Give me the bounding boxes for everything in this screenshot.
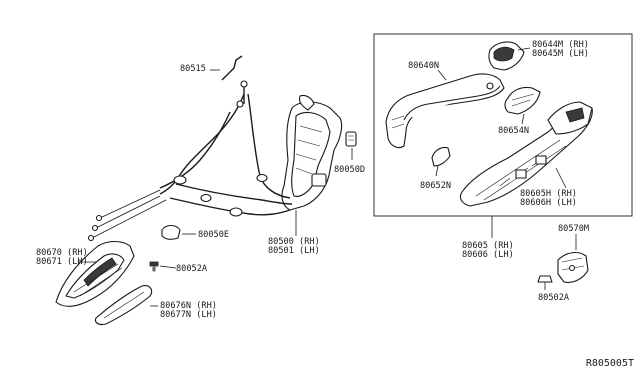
label-80606h: 80606H (LH) xyxy=(520,198,577,208)
leader-80644m xyxy=(517,47,531,51)
label-80500: 80500 (RH) xyxy=(268,237,320,247)
label-80050e: 80050E xyxy=(198,230,229,240)
label-80052a: 80052A xyxy=(176,264,208,274)
label-80606: 80606 (LH) xyxy=(462,250,514,260)
rod-80515 xyxy=(210,55,243,81)
lock-rod xyxy=(236,80,248,108)
clip-80050e xyxy=(161,224,196,240)
leader-80640n xyxy=(437,69,447,81)
label-80050d: 80050D xyxy=(334,165,365,175)
label-80654n: 80654N xyxy=(498,126,529,136)
label-80645m: 80645M (LH) xyxy=(532,49,589,59)
label-80515: 80515 xyxy=(180,64,206,74)
diagram-reference: R805005T xyxy=(586,358,634,369)
leader-80652n xyxy=(435,165,439,177)
screw-80052a xyxy=(149,261,177,272)
label-80605h: 80605H (RH) xyxy=(520,189,577,199)
label-80501: 80501 (LH) xyxy=(268,246,320,256)
handle-cap-80644m xyxy=(488,41,525,71)
striker-80570m xyxy=(557,251,589,283)
lock-cables xyxy=(87,93,293,242)
screw-80502a xyxy=(537,275,553,290)
leader-80605h xyxy=(555,167,567,189)
handle-bracket-80605h xyxy=(459,101,593,207)
gasket-80652n xyxy=(431,146,451,167)
gasket-80654n xyxy=(504,86,541,115)
door-lock-actuator xyxy=(281,94,343,211)
label-80676n: 80676N (RH) xyxy=(160,301,217,311)
label-80670: 80670 (RH) xyxy=(36,248,88,258)
leader-80654n xyxy=(521,113,525,125)
label-80570m: 80570M xyxy=(558,224,589,234)
outside-handle-group-box xyxy=(373,33,633,217)
label-80605: 80605 (RH) xyxy=(462,241,514,251)
label-80640n: 80640N xyxy=(408,61,439,71)
label-80671: 80671 (LH) xyxy=(36,257,88,267)
label-80652n: 80652N xyxy=(420,181,451,191)
label-80502a: 80502A xyxy=(538,293,570,303)
clip-80050d xyxy=(345,131,357,160)
outside-handle-80640n xyxy=(385,73,505,149)
inside-handle xyxy=(55,240,135,307)
label-80644m: 80644M (RH) xyxy=(532,40,589,50)
escutcheon xyxy=(94,285,153,326)
label-80677n: 80677N (LH) xyxy=(160,310,217,320)
